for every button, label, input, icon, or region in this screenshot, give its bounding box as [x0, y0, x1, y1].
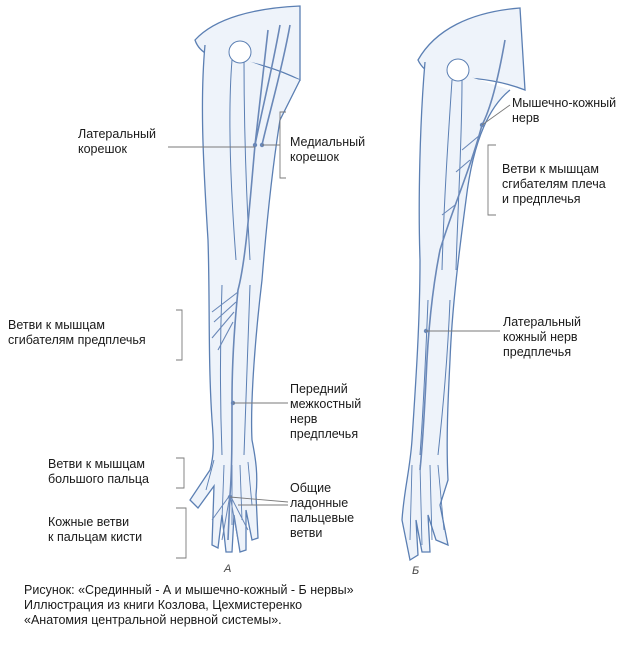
leaders	[168, 104, 511, 559]
musculocutaneous-muscle-branches	[441, 134, 481, 216]
figure-letter-b: Б	[412, 565, 420, 577]
caption-line-2: Иллюстрация из книги Козлова, Цехмистере…	[24, 598, 303, 612]
leader-musculocutaneous	[481, 104, 511, 126]
label-common-palmar-digital: Общие ладонные пальцевые ветви	[290, 481, 355, 540]
arm-a-ulna	[243, 284, 251, 456]
arm-b-outline	[401, 61, 511, 562]
median-nerve-trunk	[227, 29, 269, 541]
caption-line-3: «Анатомия центральной нервной системы».	[24, 613, 282, 627]
label-musculocutaneous: Мышечно-кожный нерв	[512, 96, 617, 125]
arm-b-humeral-head	[446, 58, 470, 82]
arm-b-hand-bones	[409, 464, 445, 546]
median-nerve	[211, 24, 291, 541]
label-medial-root: Медиальный корешок	[290, 135, 366, 164]
arm-a	[189, 5, 301, 553]
label-cutaneous-finger-branches: Кожные ветви к пальцам кисти	[48, 515, 143, 544]
arm-b-humerus	[441, 79, 463, 271]
label-thumb-muscle-branches: Ветви к мышцам большого пальца	[48, 457, 149, 486]
arm-b-radius	[419, 299, 429, 456]
bracket-forearm-flexors	[176, 309, 183, 361]
arm-a-outline	[189, 44, 301, 553]
median-nerve-forearm-branches	[211, 291, 239, 351]
caption-line-1: Рисунок: «Срединный - А и мышечно-кожный…	[24, 583, 354, 597]
arm-b-ulna	[437, 299, 451, 456]
label-arm-forearm-flexor-branches: Ветви к мышцам сгибателям плеча и предпл…	[502, 162, 606, 206]
leader-palmar-digital	[229, 496, 289, 506]
arm-a-humerus	[229, 59, 251, 261]
arm-b	[401, 7, 526, 562]
arm-a-hand-bones	[205, 459, 253, 525]
label-lateral-root: Латеральный корешок	[78, 127, 156, 156]
figure-letter-a: А	[224, 563, 232, 575]
bracket-cutaneous-fingers	[176, 507, 187, 559]
leader-medial-root	[262, 111, 286, 179]
arm-a-humeral-head	[228, 40, 252, 64]
bracket-arm-forearm-flexors	[487, 144, 496, 216]
median-nerve-finger-branches	[211, 494, 249, 541]
label-forearm-flexor-branches: Ветви к мышцам сгибателям предплечья	[8, 318, 146, 347]
musculocutaneous-trunk	[419, 39, 506, 471]
median-nerve-medial-root	[261, 24, 291, 146]
musculocutaneous-nerve	[419, 39, 506, 471]
label-lateral-cutaneous-forearm: Латеральный кожный нерв предплечья	[503, 315, 581, 359]
median-nerve-lateral-root	[254, 24, 281, 146]
label-anterior-interosseous: Передний межкостный нерв предплечья	[290, 382, 362, 441]
bracket-thumb-muscles	[176, 457, 185, 489]
